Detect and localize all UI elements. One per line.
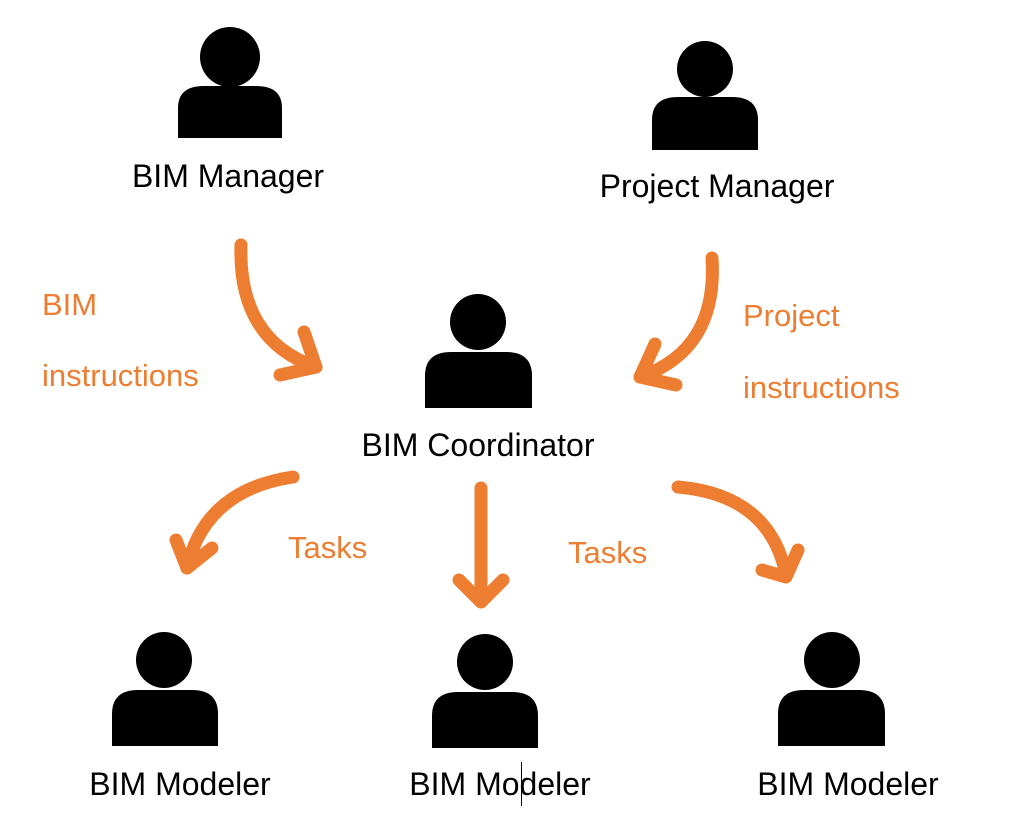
tasks-right-label: Tasks [568,535,648,570]
bim-instructions-label-line2: instructions [42,358,199,393]
bim-manager-label: BIM Manager [131,158,325,194]
tasks-middle-arrow [452,481,510,609]
bim-instructions-arrow [234,238,323,382]
project-instructions-label-line2: instructions [743,370,900,405]
bim-coordinator-person-icon [425,294,532,408]
project-manager-person-icon [652,41,758,150]
tasks-left-arrow [169,470,300,575]
tasks-left-label: Tasks [288,530,368,565]
bim-manager-person-icon [178,27,282,138]
modeler-1-label: BIM Modeler [89,766,271,802]
project-instructions-arrow [633,251,719,392]
modeler-2-person-icon [432,634,538,748]
modeler-2-label: BIM Modeler [409,766,591,802]
tasks-right-arrow [671,480,805,584]
project-instructions-label-line1: Project [743,298,840,333]
modeler-1-person-icon [112,632,218,746]
bim-instructions-label-line1: BIM [42,287,98,322]
text-cursor [521,762,522,806]
modeler-3-label: BIM Modeler [757,766,939,802]
project-manager-label: Project Manager [599,168,835,204]
bim-coordinator-label: BIM Coordinator [361,427,595,463]
modeler-3-person-icon [778,632,885,746]
